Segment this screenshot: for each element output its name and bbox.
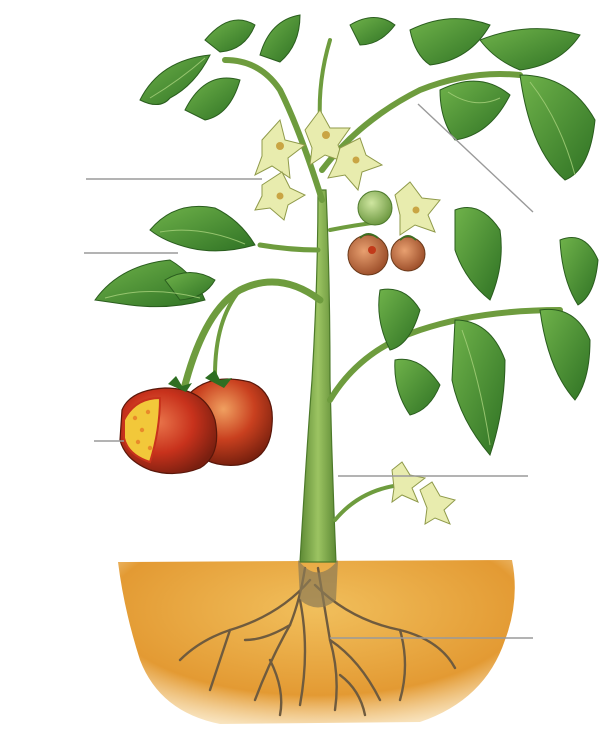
main-stem — [300, 190, 336, 562]
flowers — [255, 110, 455, 524]
